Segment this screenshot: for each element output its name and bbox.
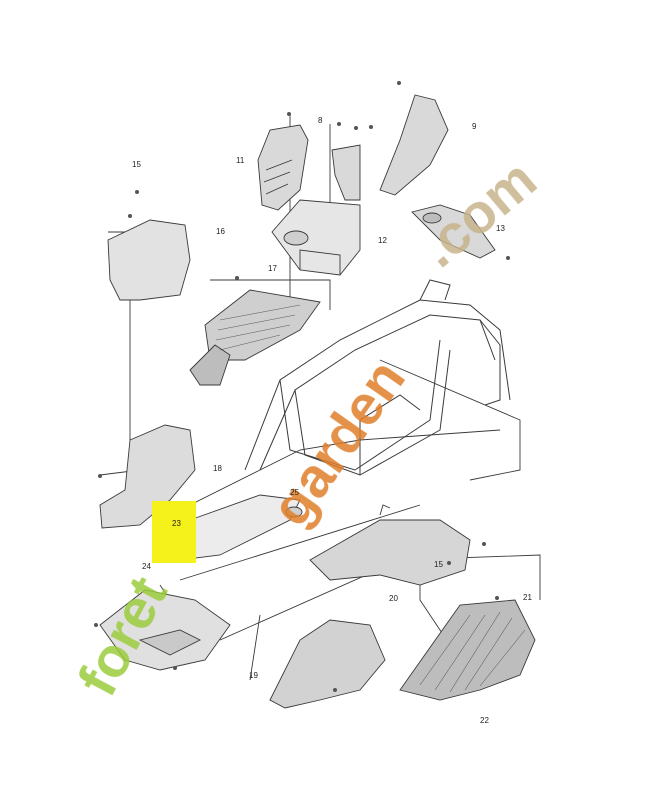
callout-8: 8 [318,116,323,125]
callout-11: 11 [236,156,245,165]
leader-line [210,279,331,310]
chassis-frame [244,279,511,476]
callout-15-top: 15 [132,160,141,169]
part-19-front-cover [269,619,386,709]
leader-line [179,504,421,581]
callout-22: 22 [480,716,489,725]
callout-15-bottom: 15 [434,560,443,569]
svg-text:foret: foret [65,566,179,705]
part-12-storage-box [271,199,361,276]
leader-line [219,554,541,641]
leader-line [379,359,521,481]
part-17-grille [189,289,321,386]
svg-text:.com: .com [407,147,548,279]
part-24-rear-panel [99,589,231,671]
callout-9: 9 [472,122,477,131]
fasteners [94,81,510,692]
callout-25: 25 [290,488,299,497]
callout-12: 12 [378,236,387,245]
callout-13: 13 [496,224,505,233]
highlight-part-23: 23 [152,501,196,563]
part-20-front-bumper [309,504,471,586]
leader-line [159,429,501,521]
callout-17: 17 [268,264,277,273]
callout-24: 24 [142,562,151,571]
part-11-cover [257,124,309,211]
highlight-label: 23 [172,519,181,528]
part-22-front-grille [399,599,536,701]
part-25-washer [285,506,303,518]
part-9-fender [331,94,449,201]
part-13-dash [411,204,496,259]
leader-line [249,614,261,681]
callout-20: 20 [389,594,398,603]
callout-18: 18 [213,464,222,473]
svg-text:garden: garden [258,348,417,537]
callout-19: 19 [249,671,258,680]
part-16-side-panel [107,219,191,301]
callout-21: 21 [523,593,532,602]
callout-16: 16 [216,227,225,236]
